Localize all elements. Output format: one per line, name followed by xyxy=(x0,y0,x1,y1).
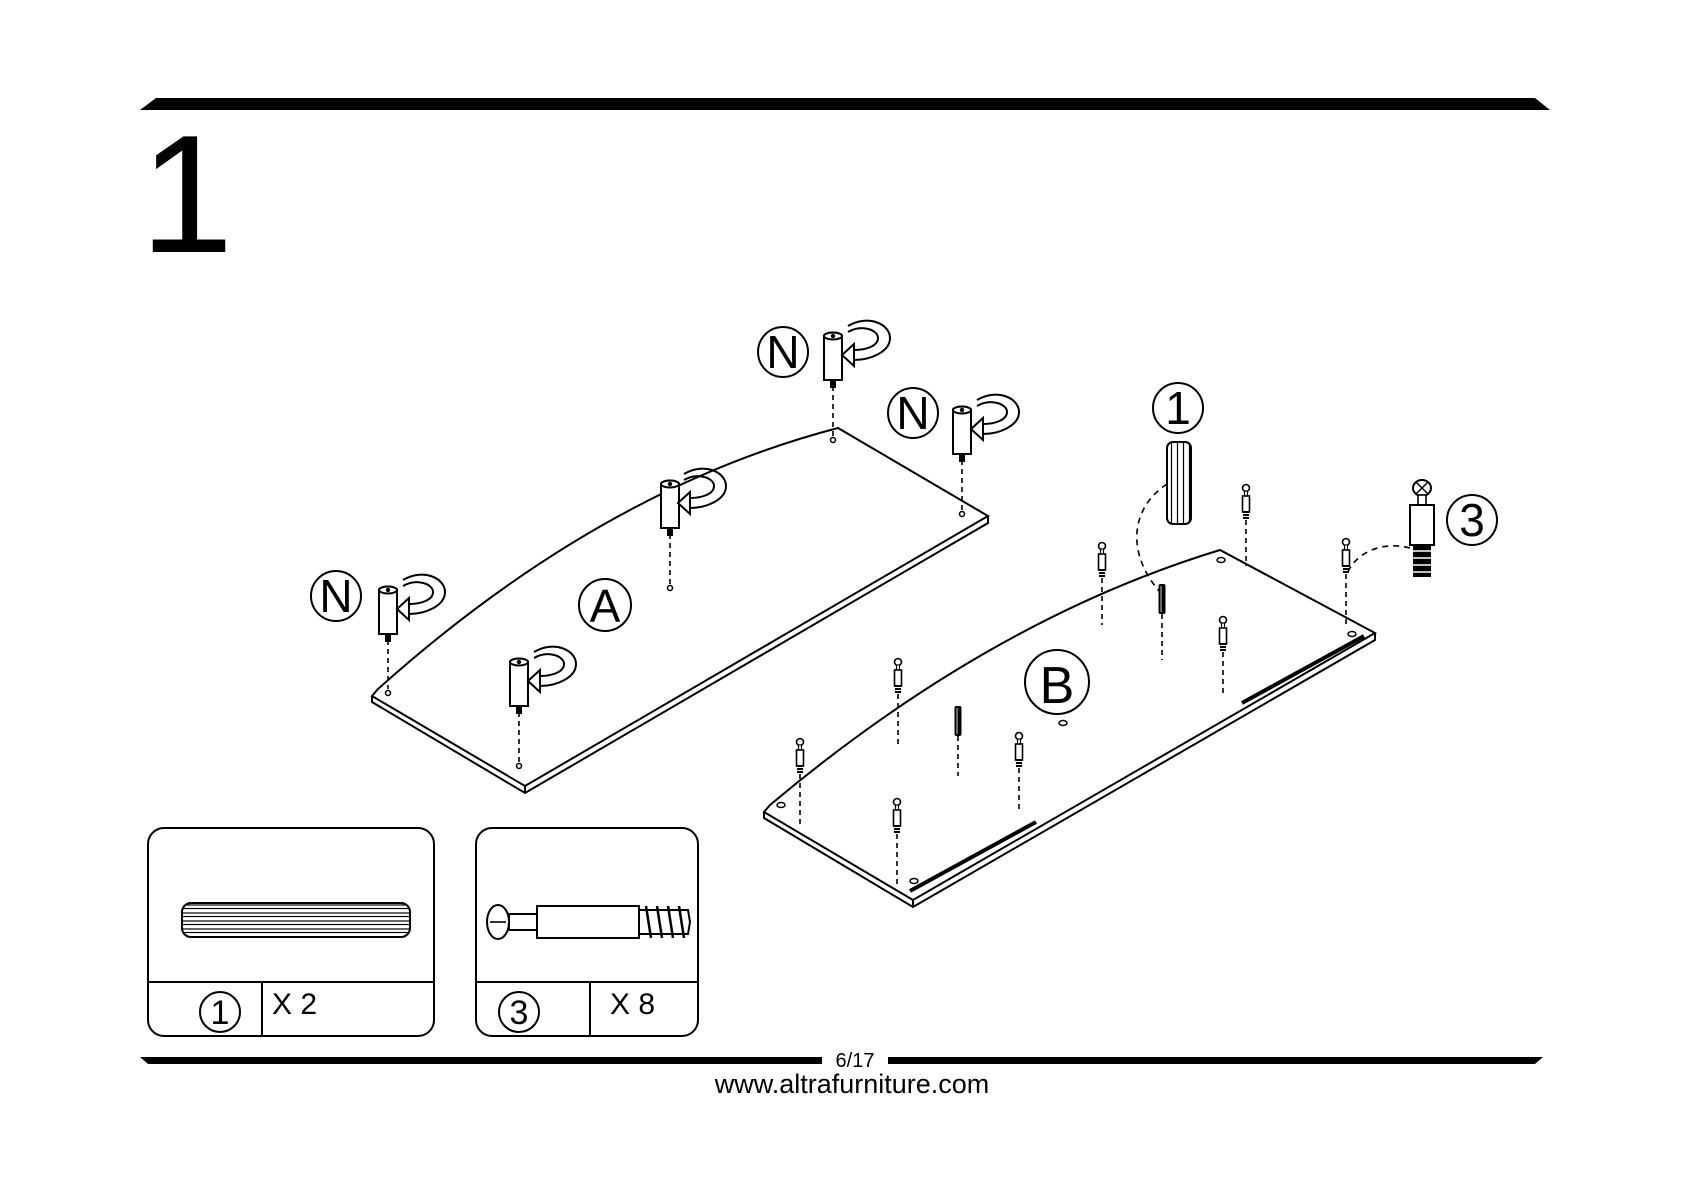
wooden-dowel-icon xyxy=(955,706,962,736)
callout-n: N xyxy=(758,326,808,378)
cam-bolt-icon xyxy=(1343,539,1350,573)
cam-bolt-icon xyxy=(895,659,902,693)
panel-b-label: B xyxy=(1025,650,1089,715)
wooden-dowel-icon xyxy=(1167,442,1191,524)
panel-a-label: A xyxy=(579,579,631,632)
step-number: 1 xyxy=(140,100,233,288)
cam-bolt-icon xyxy=(1243,485,1250,519)
cam-bolt-icon xyxy=(797,739,804,773)
svg-text:N: N xyxy=(766,326,799,378)
svg-text:1: 1 xyxy=(1165,382,1191,434)
cam-bolt-icon xyxy=(894,799,901,833)
wooden-dowel-icon xyxy=(182,903,410,937)
callout-part-1: 1 xyxy=(1153,382,1203,434)
bolt-insert-path xyxy=(1348,546,1410,572)
cam-post-icon xyxy=(379,575,445,642)
panel-b xyxy=(764,550,1375,907)
callout-n: N xyxy=(311,570,361,622)
website-url: www.altrafurniture.com xyxy=(714,1069,990,1099)
wooden-dowel-icon xyxy=(1159,584,1166,614)
callout-n: N xyxy=(888,387,938,439)
cam-post-icon xyxy=(953,395,1019,462)
svg-text:3: 3 xyxy=(1459,494,1485,546)
svg-text:A: A xyxy=(590,580,621,632)
cam-post-icon xyxy=(824,321,890,388)
callout-part-3: 3 xyxy=(1447,494,1497,546)
header-rule xyxy=(140,98,1550,110)
cam-bolt-icon xyxy=(1099,543,1106,577)
parts-box-3: 3 X 8 xyxy=(476,828,698,1036)
cam-bolt-icon xyxy=(1220,617,1227,651)
part-id: 1 xyxy=(211,994,230,1032)
part-id: 3 xyxy=(510,994,529,1032)
svg-text:N: N xyxy=(319,570,352,622)
parts-box-1: 1 X 2 xyxy=(148,828,434,1036)
svg-text:N: N xyxy=(896,387,929,439)
part-quantity: X 2 xyxy=(272,988,317,1021)
cam-bolt-icon xyxy=(1410,480,1434,577)
cam-bolt-icon xyxy=(1016,733,1023,767)
svg-text:B: B xyxy=(1040,657,1075,715)
part-quantity: X 8 xyxy=(610,988,655,1021)
